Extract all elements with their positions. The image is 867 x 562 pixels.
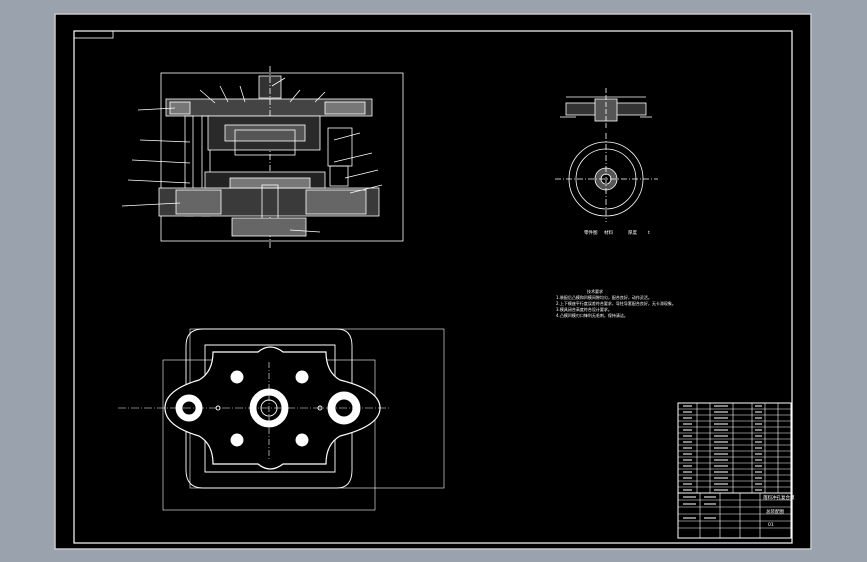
part-view-labels: 零件图 材料 厚度 t (584, 229, 650, 236)
tech-requirement-3: 3.模具闭合高度符合设计要求。 (556, 306, 612, 312)
section-view-border (160, 72, 404, 242)
die-shank (258, 75, 282, 99)
screw-hole-3 (230, 433, 244, 447)
title-block-title: 落料冲孔复合模 (763, 494, 795, 501)
screw-hole-2 (295, 370, 309, 384)
section-view (121, 66, 404, 250)
title-block-sheet-no: 01 (768, 522, 774, 528)
part-label-4: t (648, 230, 650, 236)
tech-requirement-4: 4.凸模凹模刃口锋利无毛刺，保持清洁。 (556, 312, 628, 318)
plan-view (118, 328, 445, 511)
drawing-number-box (73, 30, 114, 39)
part-label-2: 材料 (604, 229, 613, 236)
drawing-frame (73, 30, 793, 544)
tech-requirement-1: 1.装配后凸模和凹模间隙均匀，配合良好，动作灵活。 (556, 294, 652, 300)
screw-hole-1 (230, 370, 244, 384)
tech-requirements-title: 技术要求 (587, 288, 603, 294)
screw-hole-4 (295, 433, 309, 447)
part-label-1: 零件图 (584, 229, 598, 236)
part-drawing (555, 88, 658, 222)
title-block (677, 402, 792, 539)
part-label-3: 厚度 (628, 229, 637, 236)
title-block-drawing-name: 总装配图 (766, 508, 784, 515)
tech-requirements: 技术要求 1.装配后凸模和凹模间隙均匀，配合良好，动作灵活。 2.上下模座平行度… (556, 288, 676, 318)
tech-requirement-2: 2.上下模座平行度误差符合要求，导柱导套配合良好，无卡滞现象。 (556, 300, 676, 306)
lower-die-outline (185, 328, 353, 489)
